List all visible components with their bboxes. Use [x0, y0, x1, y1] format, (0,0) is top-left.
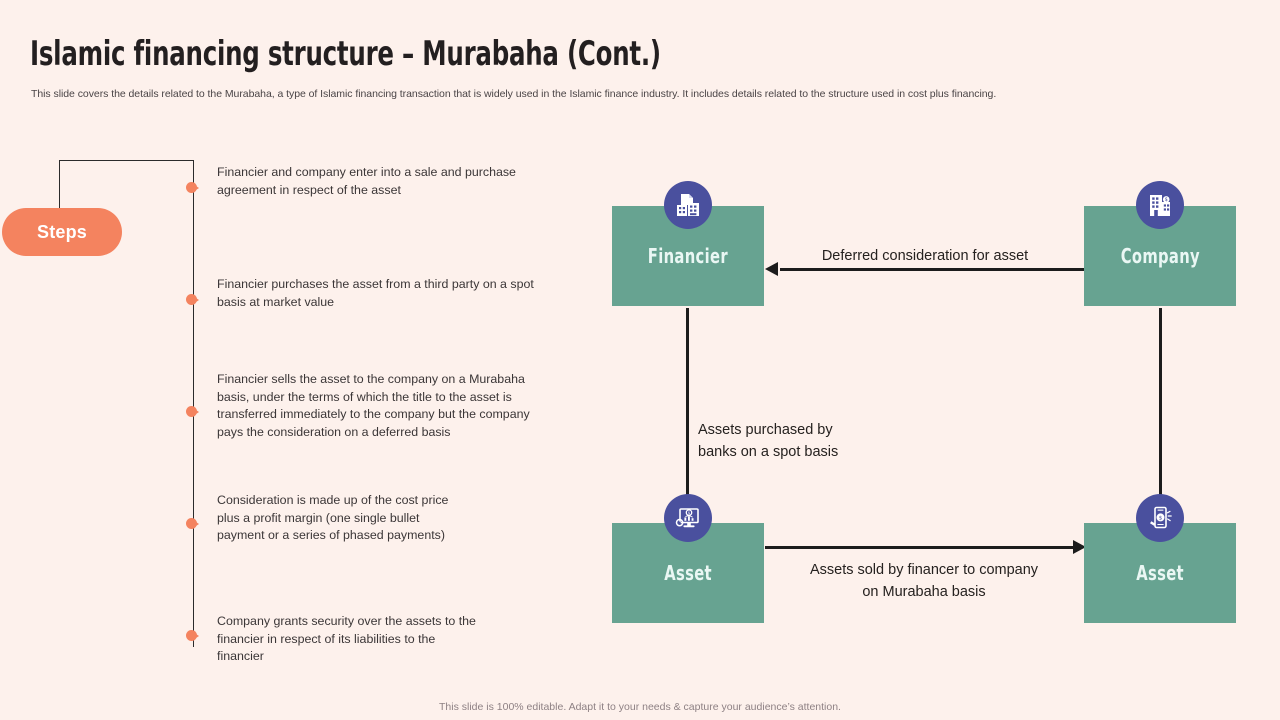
step-marker-dot-icon: [186, 630, 197, 641]
document-building-icon: [664, 181, 712, 229]
node-company-label: Company: [1120, 244, 1200, 268]
edge-label-sold-line1: Assets sold by financer to company: [809, 562, 1039, 578]
step-marker-dot-icon: [186, 406, 197, 417]
step-marker-tip-icon: [193, 407, 199, 416]
edge-line-sold: [765, 546, 1073, 549]
steps-pill: Steps: [2, 208, 122, 256]
step-marker-4: [186, 518, 201, 533]
step-marker-tip-icon: [193, 631, 199, 640]
bracket-left-stub: [59, 160, 61, 222]
node-financier-label: Financier: [647, 244, 729, 268]
step-item-2: Financier purchases the asset from a thi…: [217, 277, 534, 309]
step-marker-tip-icon: [193, 519, 199, 528]
steps-pill-label: Steps: [36, 221, 88, 242]
bracket-top-line: [59, 160, 194, 162]
edge-arrowhead-deferred: [765, 262, 778, 276]
office-building-icon: $: [1136, 181, 1184, 229]
step-item-4: Consideration is made up of the cost pri…: [217, 493, 449, 543]
svg-text:$: $: [1159, 516, 1163, 522]
edge-line-deferred: [780, 268, 1086, 271]
edge-label-sold-line2: on Murabaha basis: [862, 584, 986, 600]
monitor-chart-gear-icon: $: [664, 494, 712, 542]
page-subtitle: This slide covers the details related to…: [31, 88, 997, 100]
step-marker-dot-icon: [186, 294, 197, 305]
node-asset-left-label: Asset: [664, 561, 712, 585]
edge-line-company-asset: [1159, 308, 1162, 508]
mobile-money-icon: $: [1136, 494, 1184, 542]
step-marker-tip-icon: [193, 295, 199, 304]
edge-label-purchased: Assets purchased by banks on a spot basi…: [698, 419, 928, 463]
step-item-1: Financier and company enter into a sale …: [217, 165, 516, 197]
node-asset-right-label: Asset: [1136, 561, 1184, 585]
footer-note: This slide is 100% editable. Adapt it to…: [439, 701, 841, 713]
edge-line-financier-asset: [686, 308, 689, 508]
steps-spine-line: [193, 160, 195, 647]
step-marker-dot-icon: [186, 182, 197, 193]
edge-label-purchased-line2: banks on a spot basis: [698, 444, 839, 460]
step-marker-dot-icon: [186, 518, 197, 529]
step-marker-5: [186, 630, 201, 645]
step-item-5: Company grants security over the assets …: [217, 614, 476, 664]
step-marker-1: [186, 182, 201, 197]
edge-label-sold: Assets sold by financer to company on Mu…: [776, 559, 1072, 603]
node-company[interactable]: Company: [1084, 206, 1236, 306]
step-marker-2: [186, 294, 201, 309]
svg-text:$: $: [688, 511, 690, 515]
page-title: Islamic financing structure – Murabaha (…: [30, 34, 661, 74]
step-item-3: Financier sells the asset to the company…: [217, 372, 530, 439]
svg-text:$: $: [1165, 197, 1168, 203]
edge-arrowhead-sold: [1073, 540, 1086, 554]
step-marker-tip-icon: [193, 183, 199, 192]
edge-label-purchased-line1: Assets purchased by: [698, 422, 833, 438]
step-marker-3: [186, 406, 201, 421]
edge-label-deferred: Deferred consideration for asset: [821, 248, 1029, 264]
